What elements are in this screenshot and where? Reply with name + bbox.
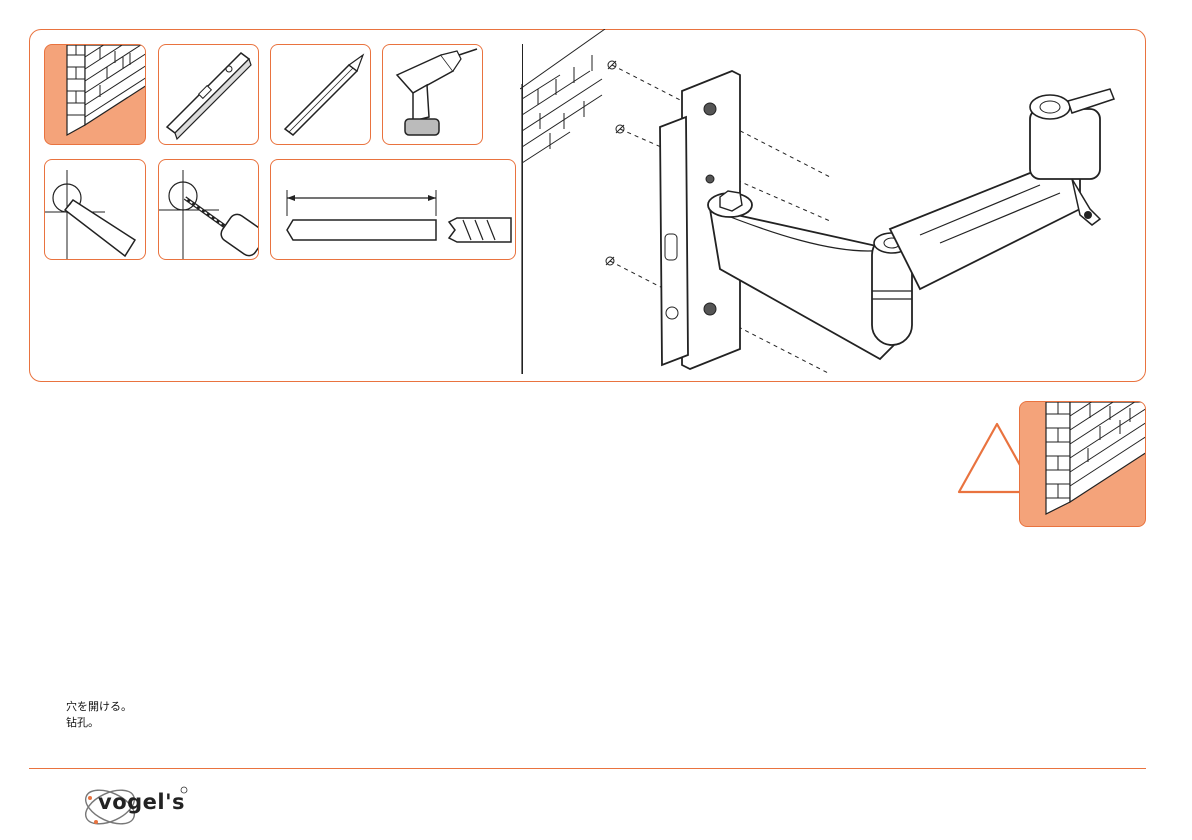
mark-hole-icon <box>45 160 146 260</box>
instruction-text-zh: 钻孔。 <box>66 717 99 729</box>
footer-divider <box>29 768 1146 769</box>
drill-bit-length-card <box>270 159 516 260</box>
mark-hole-card <box>44 159 146 260</box>
brick-wall-icon <box>45 45 146 145</box>
pencil-card <box>270 44 371 145</box>
drill-hole-card <box>158 159 259 260</box>
logo-wordmark: vogel's <box>98 790 185 814</box>
vogels-logo: vogel's <box>80 784 192 830</box>
drill-icon <box>383 45 483 145</box>
instruction-text-ja: 穴を開ける。 <box>66 701 132 713</box>
drill-bit-length-icon <box>271 160 516 260</box>
wall-mount-arm-illustration <box>520 29 1144 379</box>
brick-wall-icon <box>1020 402 1146 527</box>
drill-card <box>382 44 483 145</box>
pencil-icon <box>271 45 371 145</box>
drill-hole-icon <box>159 160 259 260</box>
brick-wall-warning-card <box>1019 401 1146 527</box>
brick-wall-card <box>44 44 146 145</box>
spirit-level-icon <box>159 45 259 145</box>
spirit-level-card <box>158 44 259 145</box>
